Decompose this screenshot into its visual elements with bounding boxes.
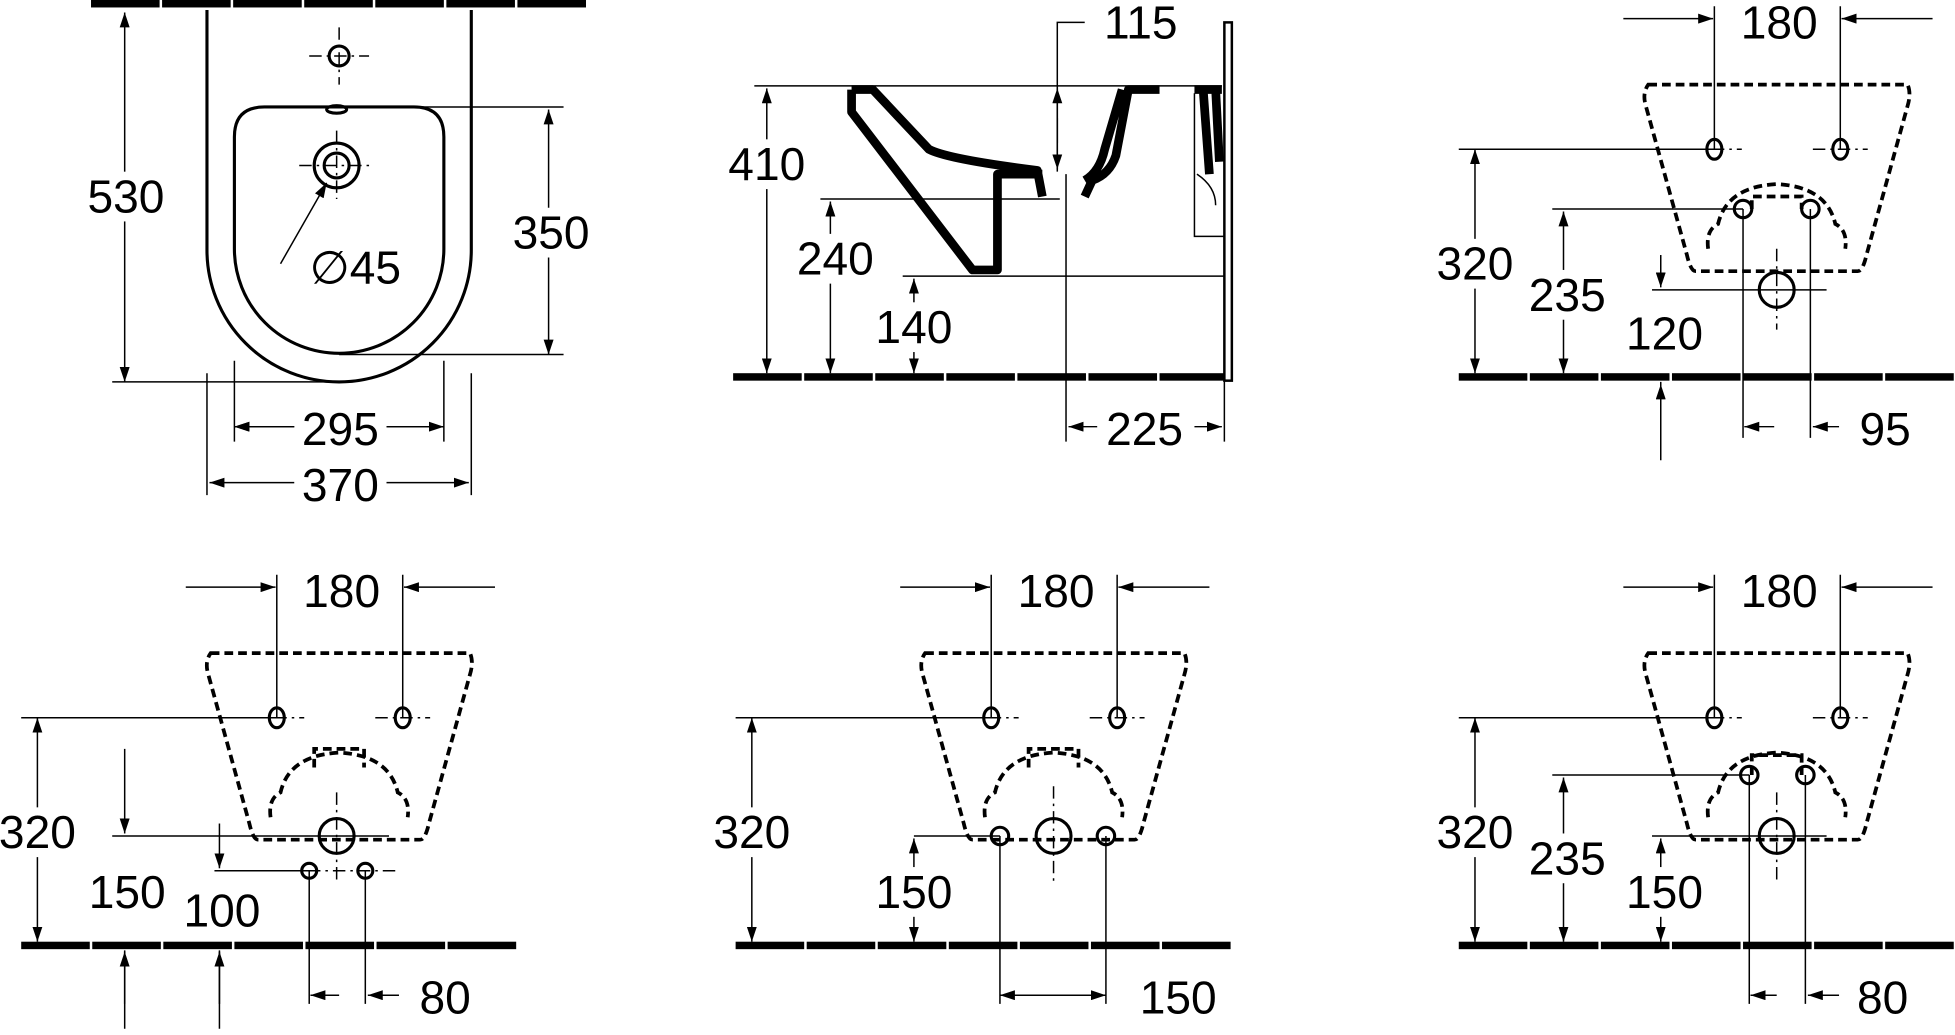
fixing-spacing-label: 180 [1018, 565, 1095, 617]
fixing-height-label: 320 [1437, 806, 1514, 858]
drain-diameter-label: ∅45 [310, 241, 401, 293]
bowl-width-label: 295 [302, 403, 379, 455]
fixing-height-label: 320 [0, 806, 76, 858]
fixing-spacing-label: 180 [1741, 565, 1818, 617]
drain-height-label: 120 [1626, 307, 1703, 359]
drain-height-label: 150 [89, 866, 166, 918]
supply-height-label: 235 [1529, 832, 1606, 884]
fixing-height-label: 320 [1437, 238, 1514, 290]
height-label: 410 [728, 138, 805, 190]
wall-strip [91, 0, 587, 8]
drain-offset-label: 115 [1104, 0, 1178, 48]
rear-view-1: 180 320 235 120 95 [1433, 0, 1954, 461]
wall-distance-label: 225 [1106, 403, 1183, 455]
supply-height-label: 100 [183, 885, 260, 937]
fixing-height-label: 320 [713, 806, 790, 858]
rear-view-4: 180 320 235 150 80 [1433, 565, 1954, 1024]
depth-label: 530 [87, 171, 164, 223]
drain-height-label: 150 [875, 866, 952, 918]
bidet-profile [847, 85, 1160, 275]
floor-strip [733, 373, 1229, 381]
drain-hole [312, 141, 361, 190]
side-view: 410 240 140 115 225 [728, 0, 1234, 455]
fixing-spacing-label: 180 [303, 565, 380, 617]
supply-spacing-label: 150 [1140, 972, 1217, 1024]
inlet-height-label: 240 [797, 233, 874, 285]
fixing-spacing-label: 180 [1741, 0, 1818, 48]
rear-view-2: 180 320 150 100 80 [0, 565, 516, 1029]
drain-height-label: 150 [1626, 866, 1703, 918]
supply-spacing-label: 80 [419, 972, 470, 1024]
bowl-depth-label: 350 [513, 207, 590, 259]
wall [1223, 21, 1234, 382]
total-width-label: 370 [302, 459, 379, 511]
top-view: ∅45 530 350 295 370 [84, 0, 591, 511]
supply-spacing-label: 80 [1857, 972, 1908, 1024]
bottom-height-label: 140 [875, 301, 952, 353]
supply-spacing-label: 95 [1860, 403, 1911, 455]
supply-height-label: 235 [1529, 269, 1606, 321]
rear-view-3: 180 320 150 150 [710, 565, 1231, 1024]
